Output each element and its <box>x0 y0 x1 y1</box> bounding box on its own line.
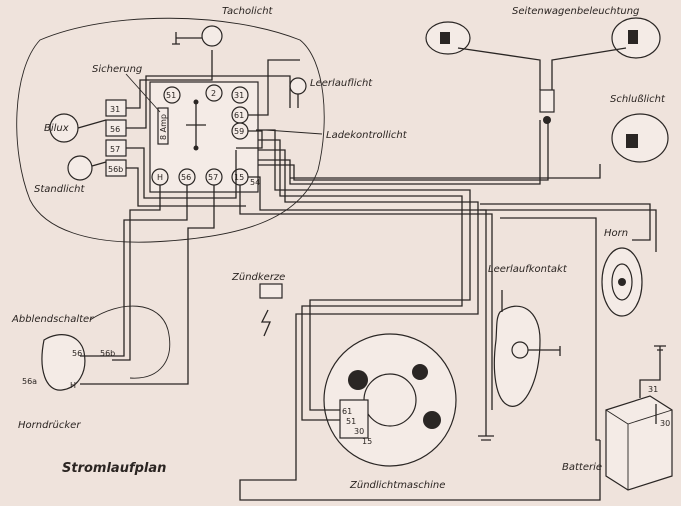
switch-terminal-31: 31 <box>234 91 244 100</box>
ignition-switch <box>149 81 259 193</box>
bilux-bulb <box>49 113 107 143</box>
generator-wire-51 <box>301 340 340 421</box>
dipswitch-wire-h <box>80 358 189 385</box>
switch-terminal-61: 61 <box>234 111 244 120</box>
switch-terminal-56: 56 <box>181 173 191 182</box>
schlusslicht-lamp <box>611 113 669 163</box>
fuse-rating-label: 8 Amp <box>159 114 168 140</box>
dipswitch-terminal-h: H <box>70 381 76 390</box>
standlicht-bulb <box>67 155 107 181</box>
leerlauflicht-label: Leerlauflicht <box>310 78 373 89</box>
leerlauflicht-bulb <box>289 77 307 108</box>
switch-terminal-57: 57 <box>208 173 218 182</box>
dipswitch-wire-56b <box>112 300 131 361</box>
dipswitch-terminal-56: 56 <box>72 349 82 358</box>
seitenwagen-label: Seitenwagenbeleuchtung <box>512 6 639 17</box>
horndruecker-label: Horndrücker <box>18 420 81 431</box>
generator-wire-61 <box>309 330 340 411</box>
generator-terminal-51: 51 <box>346 417 356 426</box>
bilux-label: Bilux <box>44 123 69 134</box>
battery-terminal-30: 30 <box>660 419 670 428</box>
dipswitch-terminal-56a: 56a <box>22 377 37 386</box>
seitenwagen-lamp-right <box>611 17 661 59</box>
leerlaufkontakt-label: Leerlaufkontakt <box>488 264 568 275</box>
zuendkerze-label: Zündkerze <box>231 272 285 283</box>
standlicht-label: Standlicht <box>34 184 85 195</box>
batterie-label: Batterie <box>562 462 602 473</box>
sicherung-label: Sicherung <box>92 64 142 75</box>
generator-terminal-30: 30 <box>354 427 364 436</box>
ladekontrolllicht-label: Ladekontrollicht <box>326 130 408 141</box>
switch-terminal-59: 59 <box>234 127 244 136</box>
switch-terminal-51: 51 <box>166 91 176 100</box>
horn-label: Horn <box>604 228 628 239</box>
dipswitch-terminal-56b: 56b <box>100 349 115 358</box>
switch-terminal-2: 2 <box>211 89 216 98</box>
tacholicht-label: Tacholicht <box>222 6 274 17</box>
zuendlichtmaschine <box>323 333 457 467</box>
headlamp-internal-wiring <box>126 50 300 207</box>
zuendlichtmaschine-label: Zündlichtmaschine <box>349 480 445 491</box>
generator-terminal-15: 15 <box>362 437 372 446</box>
ground-symbol-generator <box>478 420 494 441</box>
headlamp-terminal-56b: 56b <box>108 165 123 174</box>
leerlaufkontakt <box>493 305 561 407</box>
seitenwagen-wire-left <box>457 47 541 90</box>
headlamp-terminal-56: 56 <box>110 125 120 134</box>
switch-terminal-h: H <box>157 173 163 182</box>
switch-terminal-54: 54 <box>250 178 260 187</box>
batterie <box>605 345 673 491</box>
schlusslicht-label: Schlußlicht <box>610 94 666 105</box>
headlamp-housing <box>16 17 325 243</box>
diagram-title: Stromlaufplan <box>62 461 166 476</box>
main-harness <box>123 118 657 441</box>
headlamp-terminal-31: 31 <box>110 105 120 114</box>
dipswitch-wire-56 <box>80 306 125 357</box>
seitenwagen-connector <box>539 89 555 124</box>
abblendschalter <box>41 305 171 391</box>
seitenwagen-lamp-left <box>425 21 471 55</box>
battery-terminal-31: 31 <box>648 385 658 394</box>
bottom-loop-wire <box>239 422 601 501</box>
tacholicht-bulb <box>172 25 223 47</box>
zuendkerze <box>259 283 283 337</box>
switch-terminal-15: 15 <box>234 173 244 182</box>
headlamp-terminal-57: 57 <box>110 145 120 154</box>
sicherung-leader <box>125 73 161 113</box>
seitenwagen-wire-right <box>551 47 627 90</box>
horn <box>601 247 643 317</box>
generator-terminal-61: 61 <box>342 407 352 416</box>
abblendschalter-label: Abblendschalter <box>11 314 94 325</box>
